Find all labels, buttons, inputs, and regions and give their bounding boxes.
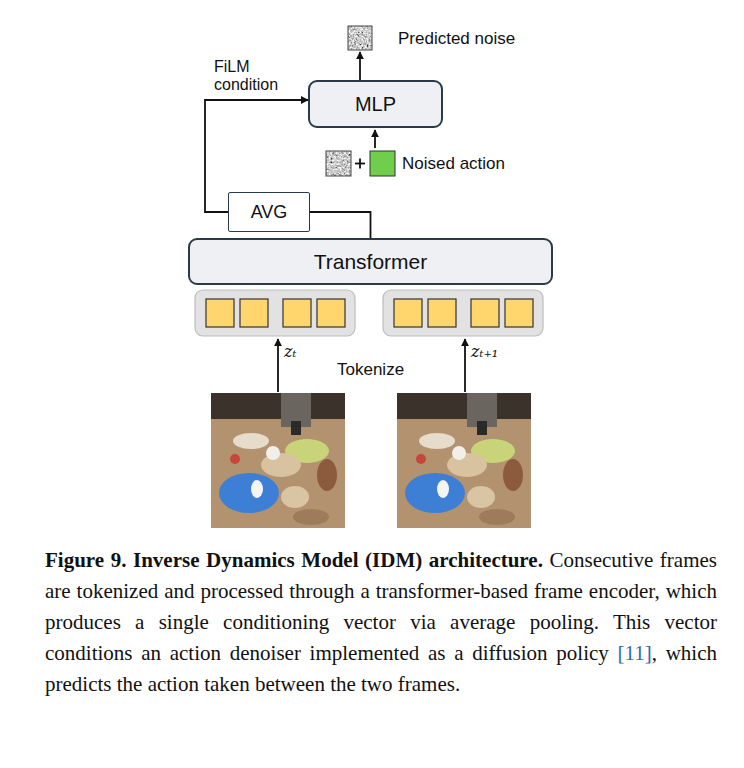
output-label: Predicted noise	[398, 29, 515, 48]
noise-icon-border	[348, 26, 372, 50]
connector	[310, 212, 371, 238]
input-arrow	[374, 130, 376, 148]
noise-icon	[348, 26, 372, 50]
token-squares	[206, 299, 533, 327]
token-group	[195, 290, 355, 336]
pooling-box: AVG	[228, 192, 310, 232]
caption-heading: Figure 9. Inverse Dynamics Model (IDM) a…	[45, 548, 543, 572]
frame-image	[211, 393, 345, 528]
noise-square	[326, 151, 351, 176]
token-label: zₜ₊₁	[471, 342, 498, 361]
step-label: Tokenize	[337, 360, 404, 379]
node-text: AVG	[251, 202, 288, 223]
figure-caption: Figure 9. Inverse Dynamics Model (IDM) a…	[45, 545, 717, 700]
edge-label: FiLM condition	[214, 58, 306, 94]
input-label: Noised action	[402, 154, 505, 173]
output-arrow	[359, 52, 361, 80]
token-group	[383, 290, 543, 336]
noise-square-border	[326, 151, 351, 176]
tokenize-arrow	[464, 339, 466, 392]
node-text: Transformer	[314, 250, 428, 274]
mlp-box: MLP	[308, 80, 443, 128]
frame-image	[397, 393, 531, 528]
token-label: zₜ	[284, 342, 296, 361]
action-square	[370, 151, 395, 176]
citation: [11]	[618, 641, 652, 665]
node-text: MLP	[355, 93, 396, 116]
tokenize-arrow	[277, 339, 279, 392]
transformer-box: Transformer	[188, 238, 553, 285]
plus-sign	[359, 159, 361, 169]
